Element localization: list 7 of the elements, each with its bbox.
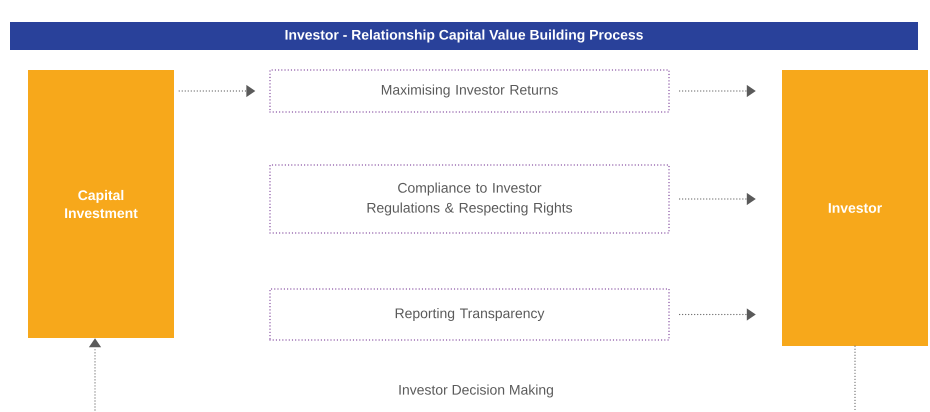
process-box: Capital Investment xyxy=(28,70,174,338)
value-box: Reporting Transparency xyxy=(269,288,670,341)
value-box: Maximising Investor Returns xyxy=(269,69,670,113)
process-box: Investor xyxy=(782,70,928,346)
caption-text: Investor Decision Making xyxy=(399,384,553,398)
title-band: Investor - Relationship Capital Value Building Process xyxy=(10,22,918,50)
value-box: Compliance to Investor Regulations & Respecting Rights xyxy=(269,164,670,234)
